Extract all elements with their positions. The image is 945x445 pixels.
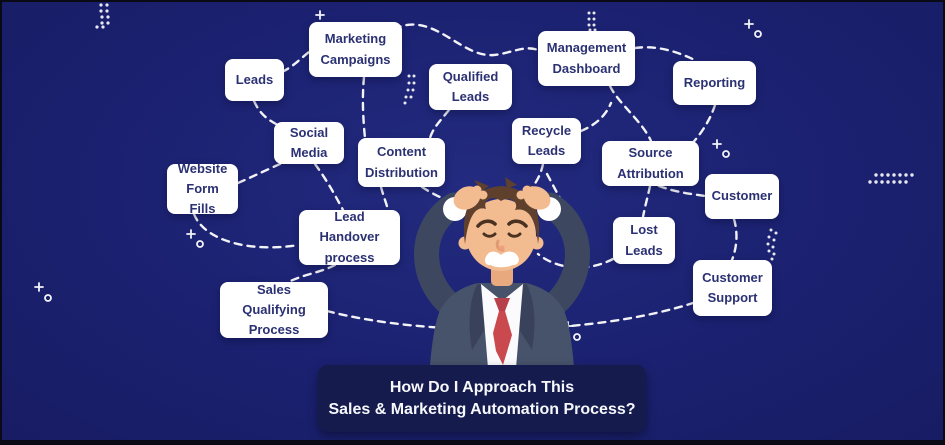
node-website-form-fills: Website Form Fills: [167, 161, 238, 216]
node-content-distribution: Content Distribution: [358, 138, 445, 187]
node-management-dashboard: Management Dashboard: [538, 31, 635, 86]
node-lead-handover: Lead Handover process: [299, 209, 400, 265]
hair-tuft-1: [474, 180, 489, 191]
right-eyebrow: [507, 219, 528, 228]
node-customer: Customer: [705, 174, 779, 219]
grimace-mouth: [484, 251, 519, 268]
node-reporting: Reporting: [673, 61, 756, 105]
right-arm: [534, 192, 590, 323]
caption-line-1: How Do I Approach This: [389, 378, 575, 396]
hair: [463, 186, 540, 244]
node-social-media: Social Media: [274, 122, 344, 164]
node-customer-support: Customer Support: [693, 260, 772, 316]
nose-tip: [499, 245, 505, 251]
node-sales-qualifying: Sales Qualifying Process: [220, 282, 328, 338]
tie-knot: [494, 298, 510, 311]
left-arm: [414, 192, 470, 323]
face: [466, 199, 536, 271]
left-eye-closed: [482, 232, 497, 238]
right-eye-closed: [507, 232, 522, 238]
node-leads: Leads: [225, 59, 284, 101]
hair-tuft-2: [505, 177, 517, 188]
node-marketing-campaigns: Marketing Campaigns: [309, 22, 402, 77]
node-source-attribution: Source Attribution: [602, 141, 699, 186]
dot-grid-decorations: [95, 3, 914, 261]
tie: [493, 311, 512, 365]
left-eyebrow: [476, 219, 497, 228]
node-recycle-leads: Recycle Leads: [512, 118, 581, 164]
node-lost-leads: Lost Leads: [613, 217, 675, 264]
caption-card: How Do I Approach This Sales & Marketing…: [318, 365, 646, 432]
node-qualified-leads: Qualified Leads: [429, 64, 512, 110]
caption-line-2: Sales & Marketing Automation Process?: [328, 400, 636, 418]
